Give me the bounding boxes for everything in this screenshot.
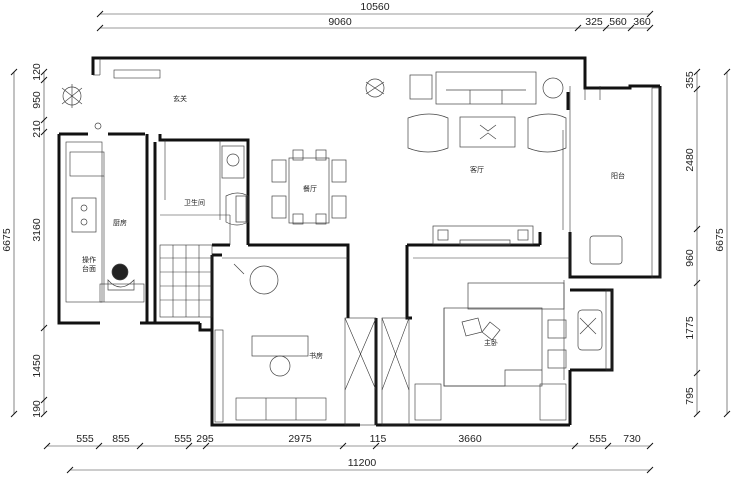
dim-bottom-2: 855: [112, 433, 130, 445]
construction-lines: [65, 58, 661, 426]
dim-top-total: 10560: [360, 1, 389, 13]
dim-right-4: 1775: [684, 316, 696, 340]
dim-right-total: 6675: [714, 228, 726, 252]
dimension-lines: 10560 9060 325 560 360 555 855 555 295 2…: [1, 1, 731, 474]
room-label-kitchen: 厨房: [113, 218, 127, 227]
dim-bottom-6: 115: [370, 433, 387, 445]
room-labels: 玄关 客厅 阳台 餐厅 卫生间 厨房 操作 台面 书房 主卧: [82, 94, 625, 360]
dim-bottom-total: 11200: [348, 457, 377, 469]
room-label-entry: 玄关: [173, 94, 187, 103]
dim-bottom-9: 730: [623, 433, 641, 445]
dim-bottom-5: 2975: [288, 433, 312, 445]
room-label-bathroom: 卫生间: [184, 198, 205, 207]
dim-left-total: 6675: [1, 228, 13, 252]
room-label-balcony: 阳台: [611, 171, 625, 180]
plant-icon: [61, 84, 83, 108]
dim-left-3: 210: [31, 120, 43, 138]
dim-top-right-1: 325: [585, 16, 603, 28]
dim-bottom-1: 555: [76, 433, 94, 445]
counter-label-line2: 台面: [82, 264, 96, 273]
dim-left-6: 190: [31, 400, 43, 418]
dim-left-1: 120: [31, 63, 43, 81]
dim-right-2: 2480: [684, 148, 696, 172]
dim-bottom-4: 295: [196, 433, 214, 445]
dim-top-right-2: 560: [609, 16, 627, 28]
furniture: [61, 71, 623, 387]
dim-bottom-8: 555: [589, 433, 607, 445]
dim-top-main: 9060: [328, 16, 352, 28]
dim-left-2: 950: [31, 91, 43, 109]
counter-label-line1: 操作: [82, 255, 96, 264]
room-label-living: 客厅: [470, 165, 484, 174]
dim-left-4: 3160: [31, 218, 43, 242]
dim-bottom-7: 3660: [458, 433, 482, 445]
room-label-master: 主卧: [484, 338, 498, 347]
plant-icon: [365, 78, 385, 98]
room-label-dining: 餐厅: [303, 184, 317, 193]
room-label-study: 书房: [309, 351, 323, 360]
dim-right-1: 355: [684, 71, 696, 89]
dim-right-5: 795: [684, 387, 696, 405]
dim-right-3: 960: [684, 249, 696, 267]
dim-bottom-3: 555: [174, 433, 192, 445]
dim-top-right-3: 360: [633, 16, 651, 28]
dim-left-5: 1450: [31, 354, 43, 378]
